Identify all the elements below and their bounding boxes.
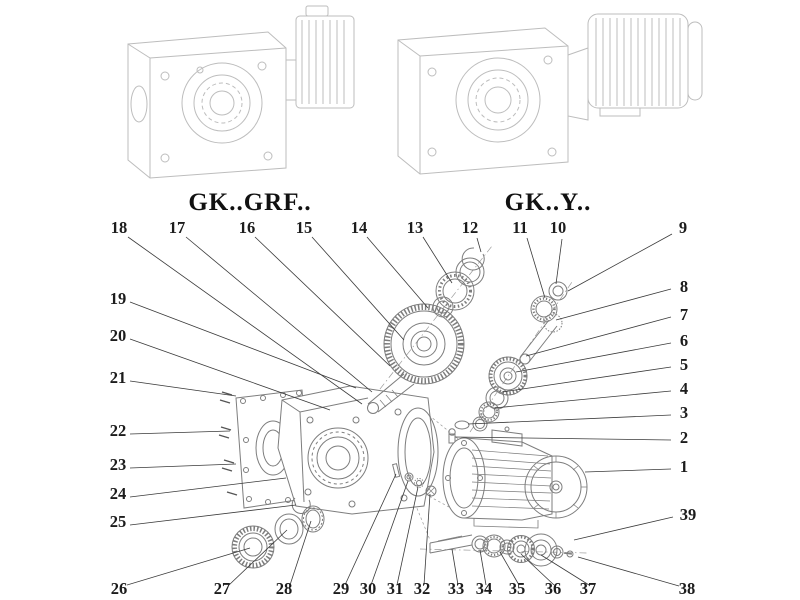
callout-22: 22 bbox=[110, 421, 127, 440]
breather-plug bbox=[448, 420, 470, 444]
callout-3: 3 bbox=[680, 403, 688, 422]
callout-25: 25 bbox=[110, 512, 127, 531]
callout-35: 35 bbox=[509, 579, 526, 598]
callout-4: 4 bbox=[680, 379, 688, 398]
callout-14: 14 bbox=[351, 218, 368, 237]
callout-7: 7 bbox=[680, 305, 688, 324]
output-shaft-assembly bbox=[429, 533, 574, 567]
leader-lines bbox=[126, 233, 680, 587]
centerlines bbox=[361, 245, 589, 554]
callout-20: 20 bbox=[110, 326, 127, 345]
callout-33: 33 bbox=[448, 579, 465, 598]
callout-12: 12 bbox=[462, 218, 479, 237]
callout-26: 26 bbox=[111, 579, 128, 598]
callout-28: 28 bbox=[276, 579, 293, 598]
exploded-view-drawing bbox=[218, 245, 589, 569]
callout-11: 11 bbox=[512, 218, 528, 237]
assembled-gearbox-grf-drawing bbox=[127, 5, 355, 179]
callout-37: 37 bbox=[580, 579, 597, 598]
gear-housing bbox=[277, 385, 439, 515]
callout-23: 23 bbox=[110, 455, 127, 474]
callout-17: 17 bbox=[169, 218, 186, 237]
callout-8: 8 bbox=[680, 277, 688, 296]
callout-24: 24 bbox=[110, 484, 127, 503]
callout-15: 15 bbox=[296, 218, 313, 237]
callout-21: 21 bbox=[110, 368, 127, 387]
variant-label-grf: GK..GRF.. bbox=[188, 189, 311, 216]
cover-screws bbox=[218, 391, 238, 496]
callout-2: 2 bbox=[680, 428, 688, 447]
electric-motor bbox=[442, 426, 588, 529]
callout-16: 16 bbox=[239, 218, 256, 237]
callout-6: 6 bbox=[680, 331, 688, 350]
output-seal-stack bbox=[231, 497, 325, 569]
callout-9: 9 bbox=[679, 218, 687, 237]
callout-18: 18 bbox=[111, 218, 128, 237]
callout-34: 34 bbox=[476, 579, 493, 598]
callout-29: 29 bbox=[333, 579, 350, 598]
bevel-gear-shaft-stack bbox=[367, 247, 485, 414]
callout-27: 27 bbox=[214, 579, 231, 598]
variant-label-y: GK..Y.. bbox=[505, 189, 592, 216]
input-pinion-stack bbox=[472, 281, 568, 432]
small-fitting-parts bbox=[392, 463, 437, 497]
callout-30: 30 bbox=[360, 579, 377, 598]
callout-38: 38 bbox=[679, 579, 696, 598]
callout-5: 5 bbox=[680, 355, 688, 374]
callout-36: 36 bbox=[545, 579, 562, 598]
callout-13: 13 bbox=[407, 218, 424, 237]
callout-31: 31 bbox=[387, 579, 404, 598]
callout-39: 39 bbox=[680, 505, 697, 524]
callout-19: 19 bbox=[110, 289, 127, 308]
callout-32: 32 bbox=[414, 579, 431, 598]
assembled-gearbox-motor-drawing bbox=[397, 13, 703, 175]
callout-10: 10 bbox=[550, 218, 567, 237]
callout-1: 1 bbox=[680, 457, 688, 476]
